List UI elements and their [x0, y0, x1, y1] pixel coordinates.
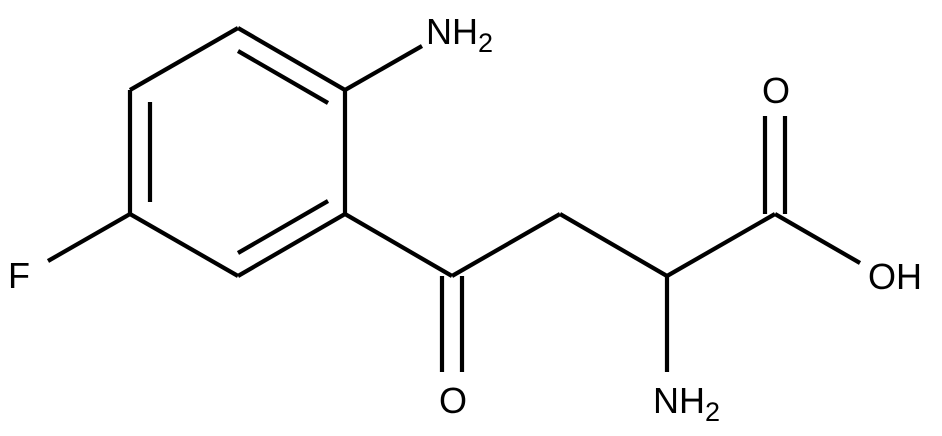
atom-label-acid-hydroxyl: OH — [868, 256, 922, 297]
atom-label-fluorine: F — [8, 255, 30, 296]
bond-ring-c2-c3 — [128, 26, 240, 92]
atom-label-acid-carbonyl-oxygen: O — [762, 70, 790, 111]
bond-c6-c7 — [343, 212, 454, 278]
bond-ring-c4-c5 — [128, 212, 240, 278]
atom-label-nh2-alpha: NH2 — [653, 380, 720, 427]
bond-c10-oh — [773, 212, 862, 265]
bond-c7-c8 — [450, 212, 562, 278]
bond-c4-f — [46, 212, 132, 263]
atom-label-nh2-top: NH2 — [426, 11, 493, 58]
atom-label-ketone-oxygen: O — [439, 380, 467, 421]
bond-c9-c10 — [665, 212, 777, 278]
bond-ring-c5-c6 — [236, 212, 347, 278]
bond-ring-c5-c6-inner — [236, 199, 330, 255]
bond-c1-nh2 — [343, 44, 424, 92]
bond-c8-c9 — [558, 212, 669, 278]
bond-ring-c1-c2 — [236, 26, 347, 92]
bond-ring-c1-c2-inner — [236, 49, 330, 105]
